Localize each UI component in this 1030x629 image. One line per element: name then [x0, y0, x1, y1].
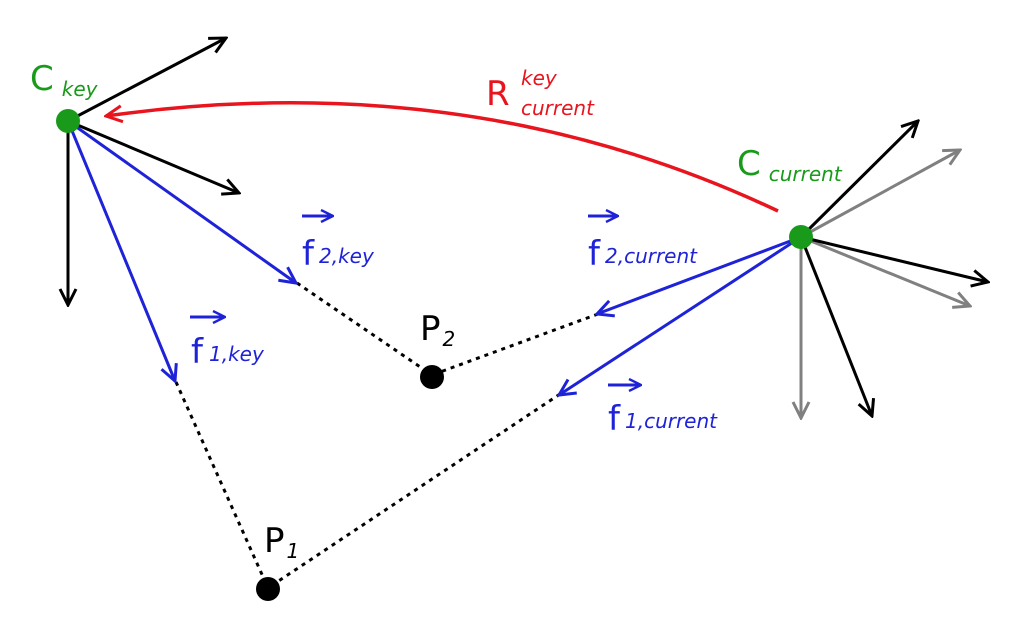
current-axis-up — [799, 121, 918, 239]
ray-key-p2 — [296, 281, 433, 377]
key-axis-right — [67, 119, 239, 193]
ray-current-p2 — [431, 312, 599, 377]
rotation-label-sup: key — [521, 66, 558, 90]
ray-current-p1 — [267, 392, 561, 590]
current-ghost-axis-up — [800, 150, 960, 239]
key-axis-up — [67, 38, 226, 123]
point-p1 — [256, 577, 280, 601]
rotation-arrow — [106, 101, 779, 213]
rotation-label: R — [486, 74, 510, 114]
feature-1-key-vector — [66, 120, 175, 381]
feature-1-current-vector — [559, 235, 802, 395]
feature-2-current-vector — [597, 235, 802, 314]
ray-key-p1 — [174, 381, 270, 589]
rotation-label-sub: current — [521, 96, 595, 120]
current-camera-center — [789, 225, 813, 249]
point-p2 — [420, 365, 444, 389]
key-camera-center — [56, 109, 80, 133]
feature-2-key-vector — [67, 119, 296, 283]
current-ghost-axis-right — [800, 235, 970, 306]
current-axis-down — [799, 236, 872, 416]
current-axis-right — [800, 235, 988, 282]
